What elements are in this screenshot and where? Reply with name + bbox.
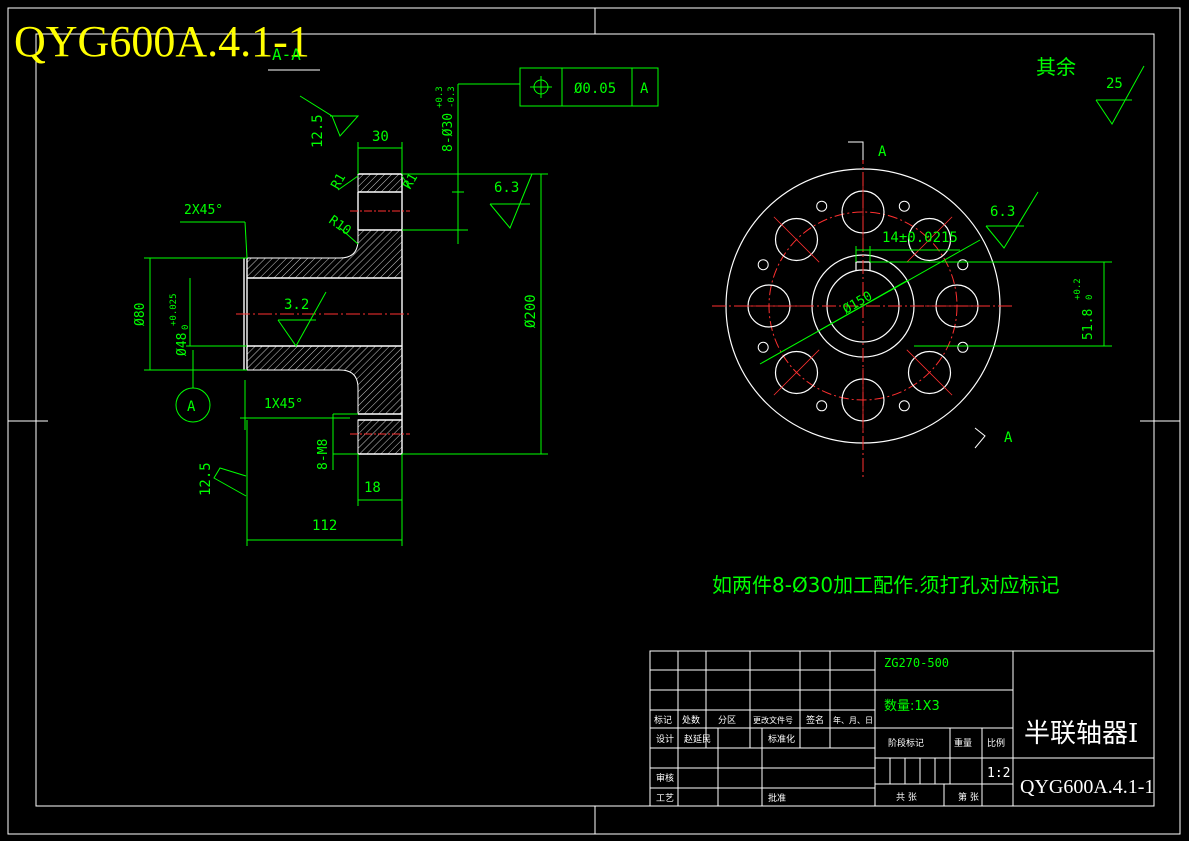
- roughness-rest-label: 其余: [1036, 55, 1076, 79]
- weight-label: 重量: [954, 737, 972, 749]
- datum-label: A: [187, 399, 196, 415]
- through-hole: [774, 217, 819, 262]
- hatch-upper: [246, 229, 403, 279]
- dim-thread: 8-M8: [316, 439, 331, 470]
- dim-keyway-lower: 0: [1085, 295, 1095, 300]
- through-hole: [907, 350, 952, 395]
- section-mark-bottom: A: [1004, 430, 1013, 446]
- dim-dia-80: Ø80: [133, 303, 148, 326]
- dim-dia-200: Ø200: [523, 294, 539, 328]
- roughness-rest-value: 25: [1106, 76, 1123, 92]
- position-icon: [530, 76, 552, 98]
- header-count: 处数: [682, 714, 700, 726]
- section-label: A-A: [272, 45, 301, 64]
- hole-centerline: [773, 216, 820, 263]
- dim-dia-48-lower: 0: [181, 325, 191, 330]
- section-view: A Ø0.05 A 12.5 30 8-Ø30 +0.3 -0.3 R1 R1 …: [133, 65, 1145, 546]
- hole-centerline: [773, 349, 820, 396]
- title-block: 标记 处数 分区 更改文件号 签名 年、月、日 设计 赵延民 标准化 审核 工艺…: [649, 650, 1155, 807]
- process-label: 工艺: [656, 793, 674, 804]
- sheets-total: 共 张: [896, 792, 917, 803]
- dim-len-112: 112: [312, 518, 337, 534]
- tolerance-datum: A: [640, 81, 649, 97]
- through-hole: [774, 350, 819, 395]
- sheet-frame: [7, 7, 1181, 835]
- dim-r1-a: R1: [328, 171, 349, 192]
- dim-dia-48-upper: +0.025: [169, 293, 179, 326]
- dim-dia-48: Ø48: [175, 333, 190, 356]
- hatch-top-flange: [357, 173, 403, 193]
- dim-chamfer-1: 1X45°: [264, 397, 303, 412]
- dim-holes-spec: 8-Ø30: [441, 113, 456, 152]
- threaded-hole: [957, 341, 969, 353]
- threaded-hole: [757, 341, 769, 353]
- material: ZG270-500: [884, 656, 949, 670]
- designer-name: 赵延民: [684, 733, 711, 745]
- front-view: A A 14±0.0215 Ø150 51.8 +0.2 0 6.3: [712, 141, 1112, 480]
- hole-centerline: [906, 216, 953, 263]
- standardize-label: 标准化: [768, 733, 795, 745]
- stage-label: 阶段标记: [888, 737, 924, 749]
- roughness-right-face: 6.3: [494, 180, 519, 196]
- roughness-top-left: 12.5: [310, 114, 326, 148]
- drawing-number: QYG600A.4.1-1: [1020, 776, 1154, 798]
- threaded-hole: [816, 200, 828, 212]
- design-label: 设计: [656, 733, 674, 745]
- dim-len-18: 18: [364, 480, 381, 496]
- through-hole: [907, 217, 952, 262]
- quantity: 数量:1X3: [884, 699, 940, 714]
- threaded-hole: [757, 259, 769, 271]
- header-change-doc: 更改文件号: [753, 715, 793, 725]
- threaded-hole: [816, 400, 828, 412]
- roughness-front: 6.3: [990, 204, 1015, 220]
- header-zone: 分区: [718, 715, 736, 726]
- roughness-bore: 3.2: [284, 297, 309, 313]
- tolerance-frame: Ø0.05 A: [519, 67, 659, 107]
- scale-value: 1:2: [987, 766, 1010, 781]
- dim-holes-lower: -0.3: [447, 86, 457, 108]
- dim-holes-upper: +0.3: [435, 86, 445, 108]
- part-name: 半联轴器I: [1024, 719, 1138, 749]
- section-mark-top: A: [878, 144, 887, 160]
- drawing-number-top: QYG600A.4.1-1: [14, 17, 310, 66]
- threaded-hole: [898, 400, 910, 412]
- manufacturing-note: 如两件8-Ø30加工配作.须打孔对应标记: [712, 573, 1060, 597]
- dim-r10: R10: [326, 213, 354, 239]
- scale-label: 比例: [987, 737, 1005, 749]
- header-signature: 签名: [806, 714, 824, 726]
- dim-keyway-width: 14±0.0215: [882, 230, 958, 246]
- dim-width-30: 30: [372, 129, 389, 145]
- hole-centerline: [906, 349, 953, 396]
- sheet-number: 第 张: [958, 791, 979, 803]
- hatch-bottom-flange: [357, 419, 403, 455]
- threaded-hole: [898, 200, 910, 212]
- dim-keyway-depth: 51.8: [1081, 309, 1096, 340]
- dim-chamfer-2: 2X45°: [184, 203, 223, 218]
- dim-bore-150: Ø150: [841, 289, 876, 318]
- header-date: 年、月、日: [833, 715, 873, 725]
- review-label: 审核: [656, 772, 674, 784]
- threaded-hole: [957, 259, 969, 271]
- dim-keyway-upper: +0.2: [1073, 278, 1083, 300]
- tolerance-value: Ø0.05: [574, 81, 616, 97]
- roughness-bottom-left: 12.5: [198, 462, 214, 496]
- header-mark: 标记: [654, 714, 672, 726]
- approve-label: 批准: [768, 792, 786, 804]
- dim-r1-b: R1: [400, 171, 421, 192]
